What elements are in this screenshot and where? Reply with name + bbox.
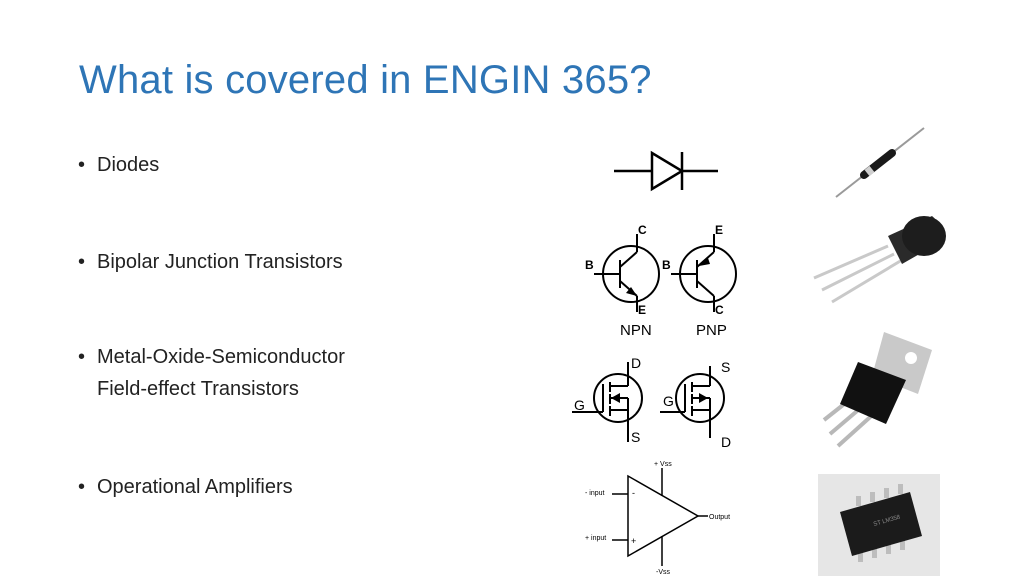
opamp-output-label: Output [709,514,730,521]
pnp-base-label: B [662,258,671,272]
bullet-text: Metal-Oxide-Semiconductor [97,346,345,368]
opamp-noninverting-input-label: + input [585,535,606,542]
to220-mosfet-photo [822,332,932,448]
bullet-glyph: • [78,251,86,273]
npn-caption: NPN [620,322,652,339]
nmos-gate-label: G [574,397,585,413]
bullet-glyph: • [78,346,86,368]
npn-collector-label: C [638,223,647,237]
opamp-vpos-label: + Vss [654,461,672,468]
bullet-glyph: • [78,476,86,498]
pmos-drain-label: D [721,434,731,450]
bullet-text: Diodes [97,154,160,176]
slide-title: What is covered in ENGIN 365? [79,58,652,102]
dip-ic-photo: ST LM358 [818,474,940,576]
opamp-minus-sign: - [632,488,635,498]
bjt-symbols: C B E NPN E B C PNP [585,223,737,339]
opamp-plus-sign: + [631,536,636,546]
bullet-text: Bipolar Junction Transistors [97,251,343,273]
nmos-drain-label: D [631,355,641,371]
pnp-collector-label: C [715,303,724,317]
pnp-caption: PNP [696,322,727,339]
diode-photo [835,127,925,198]
opamp-vneg-label: -Vss [656,569,671,576]
nmos-source-label: S [631,429,640,445]
to92-transistor-photo [813,216,946,304]
npn-base-label: B [585,258,594,272]
pmos-gate-label: G [663,393,674,409]
pmos-source-label: S [721,359,730,375]
bullet-text: Operational Amplifiers [97,476,293,498]
npn-emitter-label: E [638,303,646,317]
pnp-emitter-label: E [715,223,723,237]
bullet-text-line2: Field-effect Transistors [97,378,299,400]
diode-symbol [606,106,736,236]
opamp-symbol: + Vss - input - + input + Output -Vss [585,461,730,576]
mosfet-symbols: D G S S G D [572,355,731,450]
opamp-inverting-input-label: - input [585,490,605,497]
bullet-glyph: • [78,154,86,176]
